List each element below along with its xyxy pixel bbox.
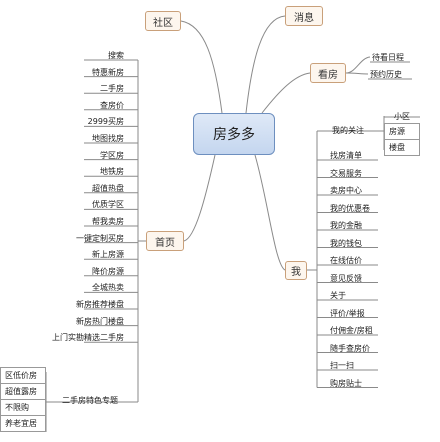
branch-community-label: 社区: [153, 17, 173, 29]
connector-home: [183, 154, 216, 242]
me-item[interactable]: 在线估价: [330, 256, 362, 265]
special-item: 区低价房: [1, 368, 45, 384]
me-item[interactable]: 我的金融: [330, 221, 362, 230]
me-item[interactable]: 随手查房价: [330, 343, 370, 353]
root-label: 房多多: [213, 127, 255, 143]
connector-viewing-item: [345, 56, 371, 74]
home-item[interactable]: 降价房源: [92, 266, 124, 276]
me-item[interactable]: 关于: [330, 291, 346, 300]
special-item: 不限购: [1, 400, 45, 416]
connector-messages: [245, 15, 286, 114]
home-item[interactable]: 上门实勘精选二手房: [52, 333, 124, 343]
connector-viewing: [261, 72, 311, 114]
home-item[interactable]: 2999买房: [87, 117, 124, 127]
home-item[interactable]: 全城热卖: [92, 283, 124, 293]
branch-me[interactable]: 我: [285, 261, 307, 280]
home-item[interactable]: 地铁房: [100, 167, 124, 177]
home-item[interactable]: 查房价: [100, 100, 124, 110]
home-item[interactable]: 一键定制买房: [76, 233, 124, 243]
connector-me: [254, 154, 286, 271]
home-item[interactable]: 学区房: [100, 150, 124, 160]
special-item: 养老宜居: [5, 419, 37, 428]
home-item[interactable]: 新上房源: [92, 250, 124, 260]
follow-item: 房源: [385, 124, 419, 140]
me-item[interactable]: 我的优惠卷: [330, 203, 370, 213]
me-follow-label[interactable]: 我的关注: [332, 126, 364, 135]
branch-me-label: 我: [291, 267, 301, 278]
home-item[interactable]: 搜索: [108, 51, 124, 60]
special-item: 超值露房: [1, 384, 45, 400]
viewing-item: 预约历史: [370, 70, 402, 79]
home-item[interactable]: 特惠新房: [92, 67, 124, 77]
home-item[interactable]: 新房热门楼盘: [76, 316, 124, 326]
me-item[interactable]: 扫一扫: [330, 361, 354, 370]
connector-community: [180, 20, 223, 114]
follow-item: 小区: [394, 112, 410, 121]
me-item[interactable]: 评价/举报: [330, 308, 365, 318]
me-item[interactable]: 找房清单: [330, 151, 362, 160]
connector-viewing-item: [345, 72, 369, 75]
home-item[interactable]: 新房推荐楼盘: [76, 300, 124, 309]
home-item[interactable]: 超值热盘: [92, 183, 124, 193]
branch-home[interactable]: 首页: [146, 231, 184, 251]
me-item[interactable]: 卖房中心: [330, 186, 362, 195]
home-item[interactable]: 地图找房: [92, 134, 124, 143]
branch-viewing[interactable]: 看房: [310, 63, 346, 83]
special-box: 区低价房 超值露房 不限购 养老宜居: [0, 367, 46, 432]
follow-item: 楼盘: [389, 143, 405, 152]
branch-home-label: 首页: [155, 237, 175, 249]
home-special-label[interactable]: 二手房特色专题: [62, 396, 118, 405]
home-item[interactable]: 二手房: [100, 84, 124, 94]
root-node[interactable]: 房多多: [193, 113, 275, 155]
branch-messages[interactable]: 消息: [285, 6, 323, 26]
me-item[interactable]: 付佣金/房租: [330, 326, 373, 335]
me-item[interactable]: 交易服务: [330, 168, 362, 178]
branch-community[interactable]: 社区: [145, 11, 181, 31]
follow-box: 房源 楼盘: [384, 123, 420, 156]
me-item[interactable]: 我的钱包: [330, 238, 362, 248]
branch-messages-label: 消息: [294, 12, 314, 24]
me-item[interactable]: 购房贴士: [330, 378, 362, 388]
home-item[interactable]: 优质学区: [92, 200, 124, 210]
viewing-item: 待看日程: [372, 53, 404, 62]
me-item[interactable]: 意见反馈: [330, 273, 362, 283]
home-item[interactable]: 帮我卖房: [92, 217, 124, 226]
branch-viewing-label: 看房: [318, 69, 338, 81]
